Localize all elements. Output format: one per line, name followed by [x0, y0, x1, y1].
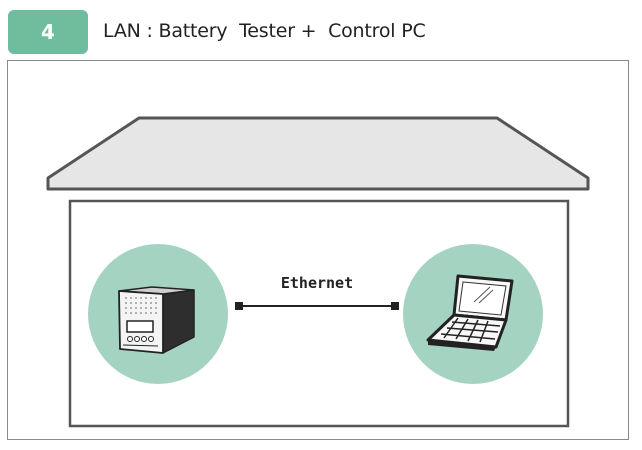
laptop-icon: [426, 274, 514, 351]
step-number: 4: [41, 20, 55, 44]
ethernet-label: Ethernet: [281, 274, 353, 292]
battery-tester-icon: [118, 286, 195, 354]
step-title: LAN : Battery Tester + Control PC: [103, 20, 426, 42]
ethernet-connector-right: [391, 302, 399, 310]
ethernet-cable: Ethernet: [235, 274, 399, 310]
diagram-frame: [7, 60, 629, 440]
battery-tester-node: [88, 244, 228, 384]
control-pc-node: [403, 244, 543, 384]
step-number-badge: 4: [8, 10, 88, 54]
ethernet-connector-left: [235, 302, 243, 310]
building-roof: [46, 116, 590, 191]
